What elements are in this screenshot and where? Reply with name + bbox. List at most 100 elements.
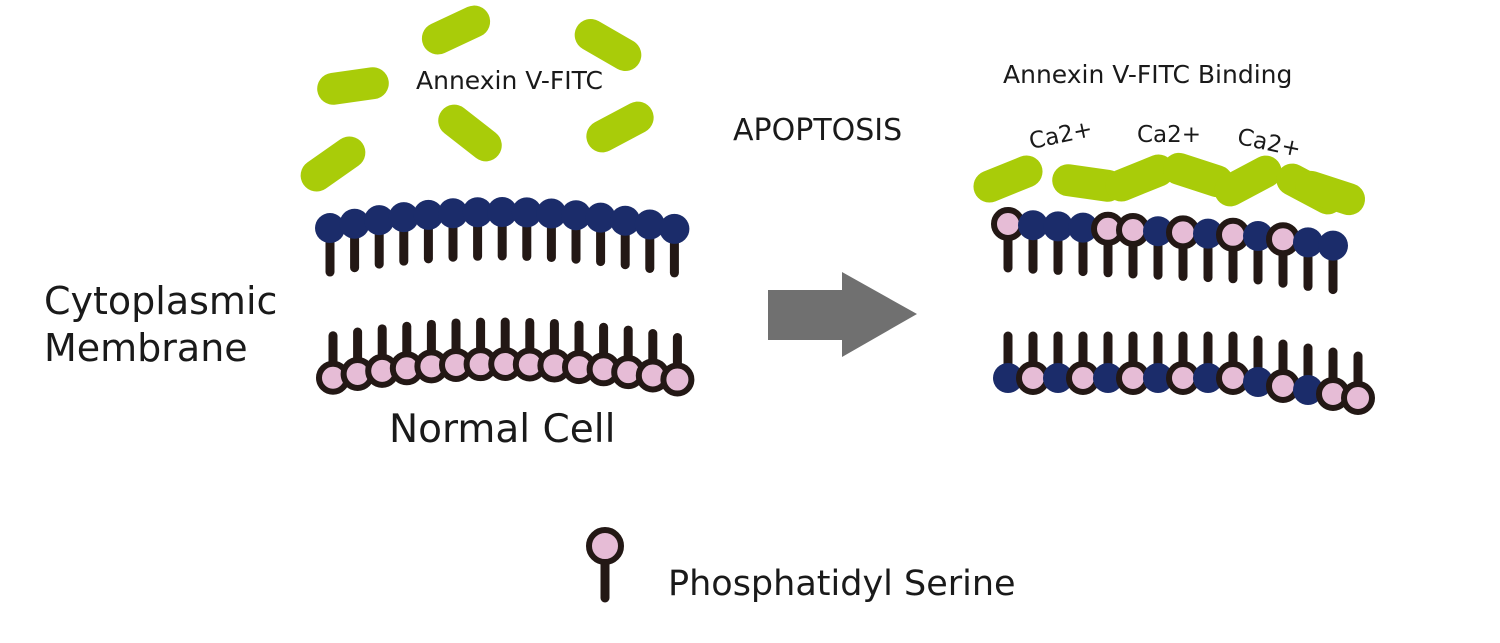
phospholipid-head <box>659 213 690 244</box>
bound-annexin-molecule <box>973 155 1043 203</box>
phospholipid-head <box>1143 363 1173 393</box>
phosphatidyl-serine-head <box>1116 361 1150 395</box>
phosphatidyl-serine-head <box>1116 213 1150 247</box>
inner-phospholipid <box>993 331 1023 393</box>
phosphatidyl-serine-head <box>1216 217 1250 252</box>
outer-phospholipid <box>659 213 690 278</box>
inner-phosphatidyl-serine <box>316 331 350 395</box>
annexin-molecule <box>317 67 389 105</box>
inner-phosphatidyl-serine <box>1341 351 1375 415</box>
inner-phosphatidyl-serine <box>635 329 670 393</box>
phospholipid-head <box>1068 212 1098 243</box>
annexin-molecule <box>586 101 654 153</box>
outer-phosphatidyl-serine <box>1166 215 1200 281</box>
outer-phospholipid <box>438 198 468 262</box>
phospholipid-head <box>1243 367 1273 397</box>
outer-leaflet <box>991 207 1348 295</box>
phospholipid-head <box>1193 218 1223 249</box>
annexin-molecule <box>438 104 502 162</box>
phosphatidyl-serine-head <box>1166 361 1200 395</box>
phosphatidyl-serine-head <box>1266 369 1300 403</box>
phospholipid-head <box>1193 363 1223 393</box>
outer-phospholipid <box>1043 211 1073 275</box>
phosphatidyl-serine-head <box>1066 361 1100 395</box>
inner-phosphatidyl-serine <box>1266 339 1300 403</box>
phospholipid-head <box>364 205 395 236</box>
outer-phospholipid <box>1243 221 1273 285</box>
outer-phospholipid <box>487 197 518 261</box>
phospholipid-head <box>536 198 567 229</box>
phosphatidyl-serine-head <box>1216 361 1250 395</box>
outer-phospholipid <box>315 213 345 277</box>
outer-phospholipid <box>1143 216 1173 280</box>
outer-phospholipid <box>511 197 542 261</box>
outer-phospholipid <box>585 202 616 267</box>
annexin-molecule <box>574 19 642 71</box>
phosphatidyl-serine-head <box>660 362 695 397</box>
apoptosis-label: APOPTOSIS <box>733 113 903 148</box>
outer-phospholipid <box>1068 212 1098 277</box>
inner-phosphatidyl-serine <box>660 333 695 397</box>
phospholipid-head <box>1143 216 1173 247</box>
outer-phospholipid <box>364 205 395 269</box>
inner-phosphatidyl-serine <box>1166 331 1200 395</box>
annexin-binding-label: Annexin V-FITC Binding <box>1003 60 1293 89</box>
annexin-molecule <box>421 5 491 55</box>
bound-annexin-molecule <box>1214 155 1282 207</box>
inner-phospholipid <box>1243 335 1273 397</box>
outer-phospholipid <box>1018 210 1048 274</box>
outer-phosphatidyl-serine <box>1091 211 1125 278</box>
phosphatidyl-serine-legend-label: Phosphatidyl Serine <box>668 564 1016 604</box>
normal-cell-label: Normal Cell <box>389 407 616 452</box>
phospholipid-head <box>1043 363 1073 393</box>
phospholipid-head <box>462 197 493 228</box>
phosphatidyl-serine-head <box>1016 361 1050 395</box>
membrane-label: Cytoplasmic Membrane <box>44 278 277 372</box>
inner-phospholipid <box>1043 331 1073 393</box>
outer-phosphatidyl-serine <box>1116 213 1150 279</box>
bound-annexin-group <box>973 152 1366 216</box>
phospholipid-head <box>993 363 1023 393</box>
bound-annexin-molecule <box>1294 170 1366 216</box>
annexin-molecule <box>300 136 366 192</box>
outer-leaflet <box>315 197 690 278</box>
outer-phospholipid <box>413 199 444 264</box>
outer-phospholipid <box>610 205 641 270</box>
inner-phosphatidyl-serine <box>586 322 621 387</box>
legend-phosphatidyl-serine-head <box>586 527 624 565</box>
inner-phosphatidyl-serine <box>414 319 449 384</box>
inner-phospholipid <box>1143 331 1173 393</box>
calcium-label-2: Ca2+ <box>1137 122 1202 148</box>
phospholipid-head <box>511 197 542 228</box>
inner-phosphatidyl-serine <box>1066 331 1100 395</box>
apoptotic-cell-membrane <box>973 152 1375 415</box>
phospholipid-head <box>1043 211 1073 242</box>
phosphatidyl-serine-head <box>1266 222 1300 257</box>
phosphatidyl-serine-head <box>991 207 1025 241</box>
inner-leaflet <box>316 317 695 397</box>
phospholipid-head <box>438 198 468 229</box>
outer-phospholipid <box>561 200 591 264</box>
phospholipid-head <box>585 202 616 233</box>
phospholipid-head <box>634 209 665 240</box>
annexin-v-fitc-label: Annexin V-FITC <box>416 66 603 95</box>
inner-phosphatidyl-serine <box>1016 331 1050 395</box>
phospholipid-head <box>487 197 518 228</box>
inner-phosphatidyl-serine <box>340 327 375 392</box>
phospholipid-head <box>1018 210 1048 241</box>
membrane-label-line2: Membrane <box>44 326 248 370</box>
phosphatidyl-serine-head <box>1341 381 1375 415</box>
phospholipid-head <box>1318 230 1348 261</box>
phospholipid-head <box>413 199 444 230</box>
outer-phosphatidyl-serine <box>1216 217 1250 284</box>
phospholipid-head <box>1243 221 1273 251</box>
outer-phosphatidyl-serine <box>1266 222 1300 288</box>
phospholipid-head <box>1293 227 1323 258</box>
bound-annexin-molecule <box>1052 164 1124 202</box>
phospholipid-head <box>388 202 419 233</box>
outer-phospholipid <box>1193 218 1223 283</box>
inner-phosphatidyl-serine <box>1216 331 1250 395</box>
free-annexin-group <box>300 5 654 192</box>
